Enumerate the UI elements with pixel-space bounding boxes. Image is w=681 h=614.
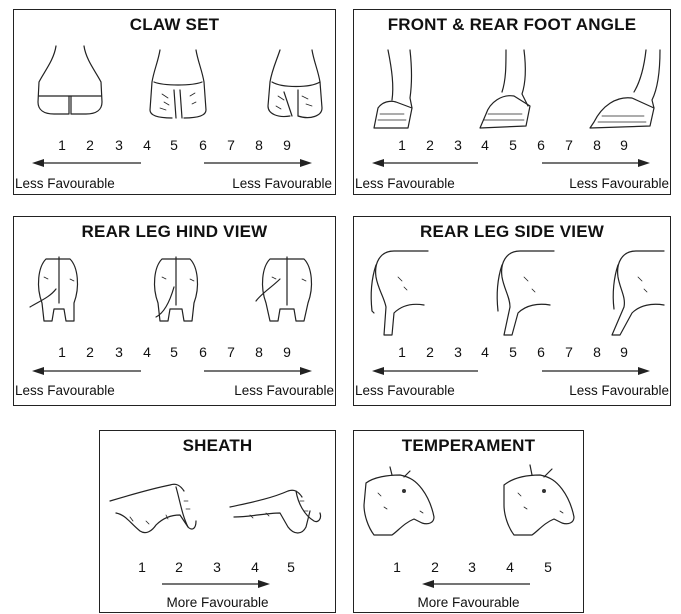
right-arrow <box>542 367 650 375</box>
rear-leg-hind-panel: REAR LEG HIND VIEW 1 2 3 4 5 6 7 8 9 Les… <box>13 216 336 406</box>
right-caption: Less Favourable <box>234 383 334 398</box>
right-caption: Less Favourable <box>232 176 332 191</box>
left-caption: Less Favourable <box>355 176 455 191</box>
rear-leg-side-arrows <box>354 217 672 407</box>
temperament-arrows <box>354 431 585 614</box>
claw-set-arrows <box>14 10 337 196</box>
right-arrow <box>162 580 270 588</box>
left-caption: Less Favourable <box>15 176 115 191</box>
left-caption: Less Favourable <box>355 383 455 398</box>
left-arrow <box>372 367 478 375</box>
left-arrow <box>372 159 478 167</box>
left-caption: Less Favourable <box>15 383 115 398</box>
claw-set-panel: CLAW SET 1 2 3 4 5 6 7 8 9 <box>13 9 336 195</box>
left-arrow <box>32 367 141 375</box>
left-arrow <box>32 159 141 167</box>
caption: More Favourable <box>354 595 583 610</box>
right-caption: Less Favourable <box>569 176 669 191</box>
foot-angle-arrows <box>354 10 672 196</box>
temperament-panel: TEMPERAMENT 1 2 3 4 5 More Favourable <box>353 430 584 613</box>
rear-leg-side-panel: REAR LEG SIDE VIEW 1 2 3 4 5 6 7 8 9 Les… <box>353 216 671 406</box>
foot-angle-panel: FRONT & REAR FOOT ANGLE 1 2 3 4 5 6 7 8 … <box>353 9 671 195</box>
right-arrow <box>542 159 650 167</box>
sheath-panel: SHEATH 1 2 3 4 5 More Favourable <box>99 430 336 613</box>
right-caption: Less Favourable <box>569 383 669 398</box>
sheath-arrows <box>100 431 337 614</box>
right-arrow <box>204 159 312 167</box>
caption: More Favourable <box>100 595 335 610</box>
left-arrow <box>422 580 530 588</box>
rear-leg-hind-arrows <box>14 217 337 407</box>
right-arrow <box>204 367 312 375</box>
